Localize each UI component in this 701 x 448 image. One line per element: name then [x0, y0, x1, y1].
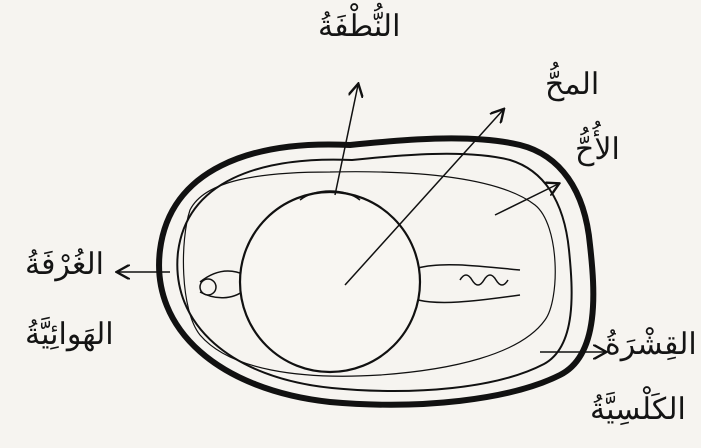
yolk-circle: [240, 192, 420, 372]
chalaza-left-coil: [200, 279, 216, 295]
label-germ: النُّطْفَةُ: [318, 12, 400, 42]
label-shell-line2: الكَلْسِيَّةُ: [590, 395, 686, 425]
chalaza-right: [418, 265, 520, 303]
chalaza-left: [200, 271, 245, 298]
label-yolk: المحُّ: [545, 70, 599, 100]
label-air-cell-line2: الهَوائِيَّةُ: [25, 320, 114, 350]
label-air-cell-line1: الغُرْفَةُ: [25, 250, 104, 280]
label-shell-line1: القِشْرَةُ: [605, 330, 697, 360]
arrow-germ: [335, 85, 358, 195]
label-albumen: الأُحُّ: [575, 135, 620, 165]
